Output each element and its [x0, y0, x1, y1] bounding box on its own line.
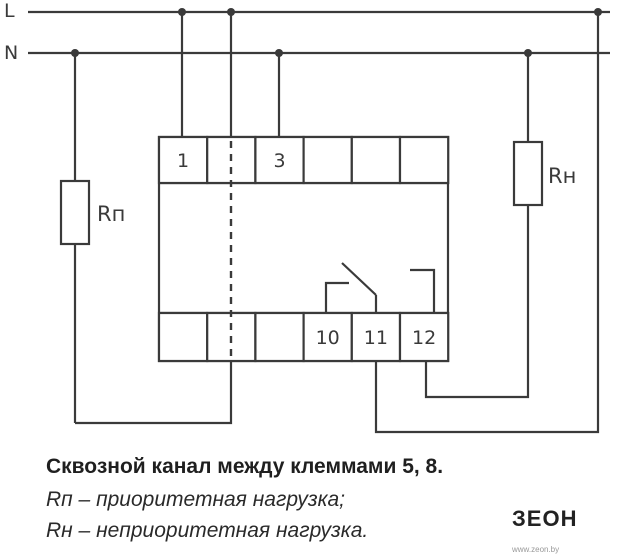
bottom-terminal-3: [254, 311, 305, 363]
bottom-terminal-6: [398, 311, 450, 363]
bottom-terminal-label: 11: [364, 327, 388, 349]
top-terminal-1: [157, 135, 209, 185]
caption-nonpriority-load: Rн – неприоритетная нагрузка.: [46, 519, 369, 542]
line-N-label: N: [4, 42, 18, 64]
caption-priority-load: Rп – приоритетная нагрузка;: [46, 488, 346, 511]
top-terminal-4: [302, 135, 353, 185]
priority-load-label: Rп: [97, 202, 125, 226]
wire-terminal-11-loop: [374, 12, 600, 434]
top-terminal-label: 3: [273, 150, 285, 172]
caption-title: Сквозной канал между клеммами 5, 8.: [46, 455, 444, 478]
wire-nonpriority-load-bottom: [424, 205, 530, 399]
top-terminal-label: 1: [177, 150, 189, 172]
bottom-terminal-label: 10: [316, 327, 340, 349]
top-terminal-3: [254, 135, 305, 185]
line-L-label: L: [4, 0, 15, 22]
priority-load-resistor: [59, 179, 91, 246]
bottom-terminal-1: [157, 311, 209, 363]
contact-switch-blade: [341, 262, 377, 296]
wire-priority-load-return: [75, 361, 233, 425]
bottom-terminal-label: 12: [412, 327, 436, 349]
bottom-terminal-row: 10 11 12: [157, 311, 450, 363]
top-terminal-5: [350, 135, 402, 185]
logo-text: ЗЕОН: [512, 506, 578, 531]
bottom-terminal-4: [302, 311, 353, 363]
nonpriority-load-resistor: [512, 140, 544, 207]
contact-right-arm: [410, 268, 436, 313]
brand-logo: ЗЕОН www.zeon.by: [512, 506, 618, 558]
top-terminal-6: [398, 135, 450, 185]
nonpriority-load-label: Rн: [548, 164, 576, 188]
contact-left-arm: [324, 281, 349, 313]
